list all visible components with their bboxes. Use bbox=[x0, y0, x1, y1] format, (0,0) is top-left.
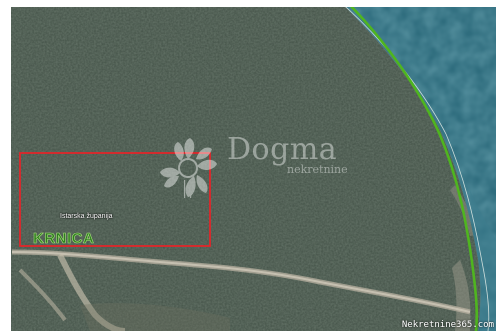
map-credit: Nekretnine365.com bbox=[401, 320, 494, 330]
place-label: KRNICA bbox=[33, 230, 95, 248]
dogma-flower-logo-icon bbox=[160, 138, 217, 198]
watermark-subtitle: nekretnine bbox=[287, 163, 348, 176]
frame-left bbox=[0, 0, 11, 331]
region-label: Istarska županija bbox=[60, 213, 113, 220]
selection-rectangle bbox=[19, 152, 211, 247]
boundary-line bbox=[344, 0, 479, 331]
frame-top bbox=[0, 0, 496, 7]
watermark-title: Dogma bbox=[227, 132, 338, 167]
